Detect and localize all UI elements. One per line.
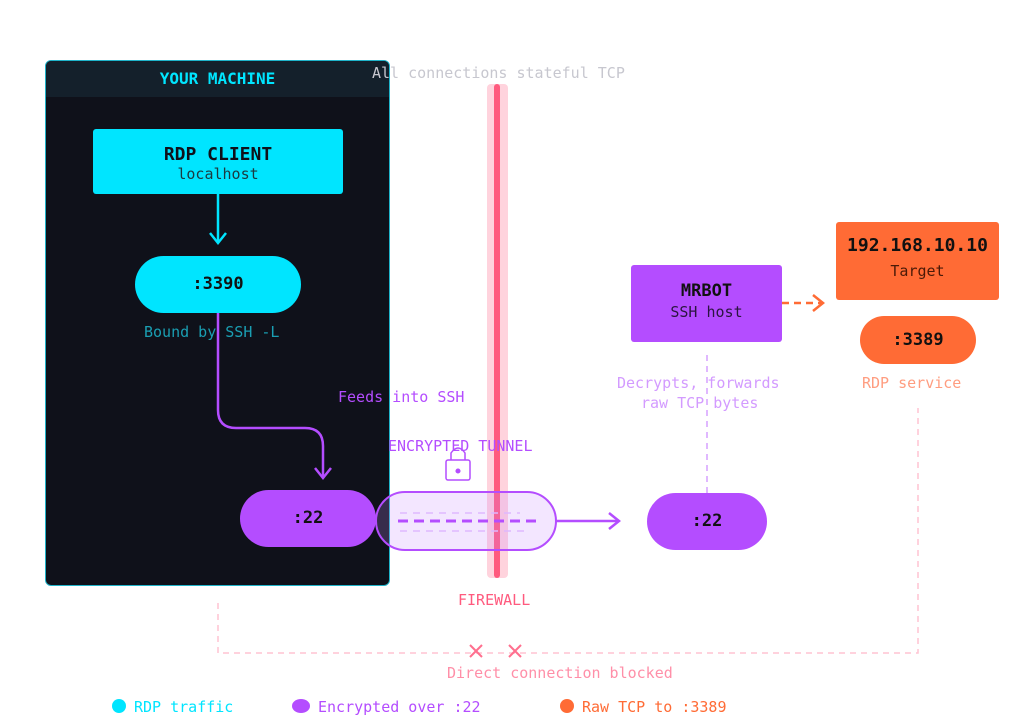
blocked-path [217,408,919,654]
tunnel-exit-arrow [556,512,622,530]
legend-item-rdp: RDP traffic [112,698,233,716]
target-title: 192.168.10.10 [847,235,988,256]
legend-item-encrypted: Encrypted over :22 [292,698,481,716]
lock-icon [445,447,471,481]
blocked-label: Direct connection blocked [447,664,673,682]
top-note: All connections stateful TCP [372,64,625,82]
local-ssh-port-pill: :22 [240,490,376,547]
target-port-pill: :3389 [860,316,976,364]
legend-label-rdp: RDP traffic [134,698,234,716]
rdp-arrow [209,194,227,246]
tunnel-label: ENCRYPTED TUNNEL [388,437,533,455]
ssh-host-subtitle: SSH host [670,303,743,321]
target-subtitle: Target [890,262,945,280]
blocked-x-icon-1 [469,644,483,658]
feed-ssh-arrow [216,313,332,481]
local-port-note: Bound by SSH -L [144,323,280,341]
ssh-host-note-2: raw TCP bytes [641,394,759,412]
your-machine-title: YOUR MACHINE [46,61,389,97]
legend-label-raw-tcp: Raw TCP to :3389 [582,698,727,716]
blocked-x-icon-2 [508,644,522,658]
legend-item-raw-tcp: Raw TCP to :3389 [560,698,727,716]
legend-label-encrypted: Encrypted over :22 [318,698,481,716]
firewall-label: FIREWALL [458,591,531,609]
ssh-host-title: MRBOT [680,281,733,301]
target-port-note: RDP service [862,374,962,392]
feeds-label: Feeds into SSH [338,388,465,406]
local-port-pill: :3390 [135,256,301,313]
firewall-wall [494,84,500,578]
legend-dot-rdp [112,699,126,713]
target-box: 192.168.10.10 Target [836,222,999,300]
rdp-client-subtitle: localhost [177,165,259,183]
remote-ssh-port-pill: :22 [647,493,767,550]
raw-tcp-arrow [782,294,826,312]
legend-dot-encrypted [292,699,310,713]
ssh-host-note-1: Decrypts, forwards [617,374,780,392]
ssh-host-box: MRBOT SSH host [631,265,782,342]
rdp-client-box: RDP CLIENT localhost [93,129,343,194]
rdp-client-title: RDP CLIENT [163,144,273,165]
legend-dot-raw-tcp [560,699,574,713]
